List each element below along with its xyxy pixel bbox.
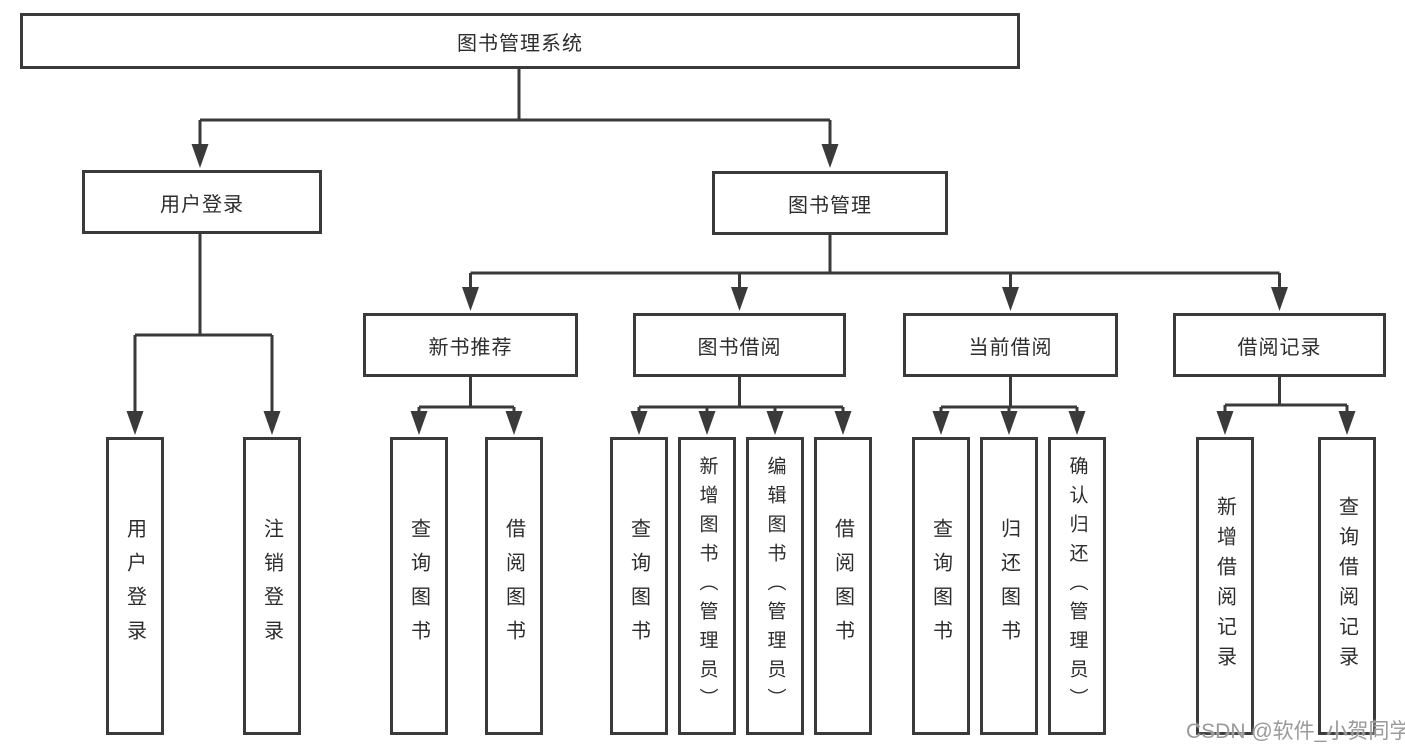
leaf-label: 编辑图书（管理员） xyxy=(764,455,786,717)
node-book-management: 图书管理 xyxy=(712,171,948,235)
leaf-label: 用户登录 xyxy=(123,518,146,654)
leaf-borrow-book-2: 借阅图书 xyxy=(814,437,872,735)
node-user-login: 用户登录 xyxy=(82,170,322,234)
leaf-label: 新增借阅记录 xyxy=(1213,496,1236,676)
node-borrow-records: 借阅记录 xyxy=(1173,313,1386,377)
leaf-add-borrow-record: 新增借阅记录 xyxy=(1196,437,1254,735)
node-book-borrow: 图书借阅 xyxy=(633,313,846,377)
node-new-book-recommend: 新书推荐 xyxy=(363,313,578,377)
leaf-confirm-return-admin: 确认归还（管理员） xyxy=(1048,437,1106,735)
leaf-label: 查询图书 xyxy=(627,518,650,654)
leaf-add-book-admin: 新增图书（管理员） xyxy=(678,437,736,735)
leaf-label: 查询借阅记录 xyxy=(1335,496,1358,676)
node-label: 用户登录 xyxy=(160,193,244,216)
leaf-borrow-book-1: 借阅图书 xyxy=(485,437,543,735)
leaf-user-login: 用户登录 xyxy=(106,437,164,735)
node-label: 借阅记录 xyxy=(1237,336,1322,359)
leaf-label: 确认归还（管理员） xyxy=(1066,455,1088,717)
node-label: 新书推荐 xyxy=(428,336,513,359)
leaf-label: 新增图书（管理员） xyxy=(696,455,718,717)
leaf-query-book-2: 查询图书 xyxy=(610,437,668,735)
leaf-edit-book-admin: 编辑图书（管理员） xyxy=(746,437,804,735)
leaf-query-borrow-record: 查询借阅记录 xyxy=(1318,437,1376,735)
leaf-logout: 注销登录 xyxy=(243,437,301,735)
leaf-label: 归还图书 xyxy=(997,518,1020,654)
leaf-label: 注销登录 xyxy=(260,518,283,654)
node-label: 当前借阅 xyxy=(968,336,1053,359)
leaf-label: 查询图书 xyxy=(929,518,952,654)
watermark: CSDN @软件_小贺同学 xyxy=(1186,720,1405,743)
node-label: 图书管理 xyxy=(788,194,872,217)
leaf-return-book: 归还图书 xyxy=(980,437,1038,735)
node-root: 图书管理系统 xyxy=(20,13,1020,69)
leaf-label: 借阅图书 xyxy=(502,518,525,654)
leaf-label: 借阅图书 xyxy=(831,518,854,654)
node-current-borrow: 当前借阅 xyxy=(903,313,1118,377)
arrowheads xyxy=(126,144,1356,435)
leaf-query-book-1: 查询图书 xyxy=(390,437,448,735)
node-label: 图书借阅 xyxy=(697,336,782,359)
node-label: 图书管理系统 xyxy=(457,32,583,55)
leaf-query-book-3: 查询图书 xyxy=(912,437,970,735)
leaf-label: 查询图书 xyxy=(407,518,430,654)
